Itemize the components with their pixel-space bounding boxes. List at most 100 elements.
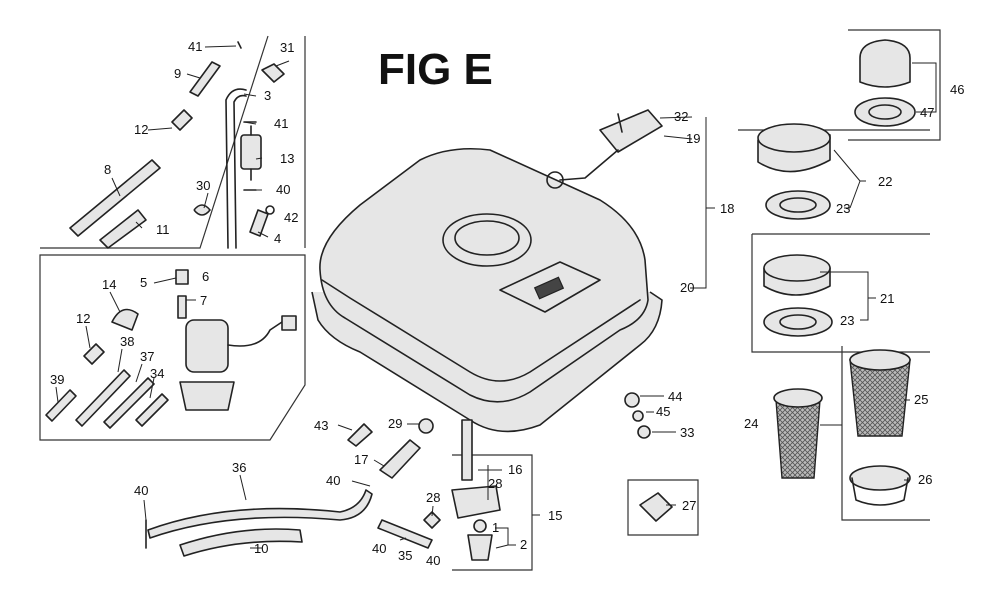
callout-13: 13	[280, 151, 294, 166]
callout-26: 26	[918, 472, 932, 487]
clip-27	[639, 492, 673, 522]
callout-3: 3	[264, 88, 271, 103]
hose-35	[377, 519, 433, 549]
callout-25: 25	[914, 392, 928, 407]
callout-40e: 40	[426, 553, 440, 568]
callout-5: 5	[140, 275, 147, 290]
callout-41a: 41	[188, 39, 202, 54]
clip-28	[423, 511, 441, 529]
callout-18: 18	[720, 201, 734, 216]
callout-33: 33	[680, 425, 694, 440]
callout-1: 1	[492, 520, 499, 535]
cap-6	[175, 269, 189, 285]
callout-4: 4	[274, 231, 281, 246]
ring-1	[473, 519, 487, 533]
clip-42	[265, 205, 275, 215]
callout-23b: 23	[840, 313, 854, 328]
leader-lines	[55, 45, 937, 549]
hose-11	[99, 209, 147, 249]
callout-39: 39	[50, 372, 64, 387]
washer-29	[418, 418, 434, 434]
washer-45	[632, 410, 644, 422]
callout-38: 38	[120, 334, 134, 349]
callout-24: 24	[744, 416, 758, 431]
hose-9	[189, 61, 221, 97]
seal-47	[854, 97, 916, 127]
screw-32	[617, 113, 623, 133]
callout-labels: 41 9 31 3 12 41 13 8 30 40 42 11 4 5 6 1…	[50, 39, 964, 568]
strainer-24	[775, 399, 821, 479]
hose-39	[45, 389, 77, 422]
seal-23b	[763, 307, 833, 337]
clip-41	[237, 41, 242, 49]
fuel-pump-assembly	[45, 269, 297, 429]
callout-31: 31	[280, 40, 294, 55]
seal-23	[765, 190, 831, 220]
callout-20: 20	[680, 280, 694, 295]
callout-14: 14	[102, 277, 116, 292]
callout-17: 17	[354, 452, 368, 467]
cock-12b	[83, 343, 105, 365]
fuel-pump	[185, 319, 229, 373]
callout-30: 30	[196, 178, 210, 193]
connector	[281, 315, 297, 331]
callout-6: 6	[202, 269, 209, 284]
nut-33	[637, 425, 651, 439]
callout-22: 22	[878, 174, 892, 189]
clip-31	[261, 63, 285, 83]
callout-2: 2	[520, 537, 527, 552]
callout-27: 27	[682, 498, 696, 513]
callout-9: 9	[174, 66, 181, 81]
callout-37: 37	[140, 349, 154, 364]
callout-40c: 40	[134, 483, 148, 498]
callout-29: 29	[388, 416, 402, 431]
spring-7	[177, 295, 187, 319]
callout-21: 21	[880, 291, 894, 306]
hose-3	[225, 88, 247, 249]
callout-34: 34	[150, 366, 164, 381]
fuel-tank-20	[311, 109, 663, 433]
joint-17	[379, 439, 421, 479]
callout-44: 44	[668, 389, 682, 404]
callout-46: 46	[950, 82, 964, 97]
hose-36	[147, 489, 373, 539]
callout-16: 16	[508, 462, 522, 477]
hose-34	[135, 393, 169, 427]
callout-42: 42	[284, 210, 298, 225]
callout-19: 19	[686, 131, 700, 146]
callout-32: 32	[674, 109, 688, 124]
callout-47: 47	[920, 105, 934, 120]
gauge-19	[599, 109, 663, 153]
hose-37	[103, 377, 155, 429]
callout-43: 43	[314, 418, 328, 433]
callout-12a: 12	[134, 122, 148, 137]
callout-40a: 40	[276, 182, 290, 197]
callout-41b: 41	[274, 116, 288, 131]
cock-12	[171, 109, 193, 131]
fitting-14	[111, 308, 139, 331]
callout-40b: 40	[326, 473, 340, 488]
callout-35: 35	[398, 548, 412, 563]
callout-10: 10	[254, 541, 268, 556]
bolt-43	[347, 423, 373, 447]
filler-neck	[442, 213, 532, 267]
cup-2	[467, 534, 493, 561]
cock-pipe	[461, 419, 473, 481]
callout-15: 15	[548, 508, 562, 523]
hose-38	[75, 369, 131, 427]
hose-8	[69, 159, 161, 237]
cap-46	[859, 39, 911, 88]
lower-fuel-line	[145, 392, 673, 561]
callout-8: 8	[104, 162, 111, 177]
cap-44	[624, 392, 640, 408]
caps-and-strainers	[757, 39, 916, 506]
fuel-filter-13	[240, 134, 262, 170]
callout-23a: 23	[836, 201, 850, 216]
callout-7: 7	[200, 293, 207, 308]
callout-28b: 28	[488, 476, 502, 491]
section-frames	[39, 29, 941, 571]
callout-45: 45	[656, 404, 670, 419]
callout-12b: 12	[76, 311, 90, 326]
callout-40d: 40	[372, 541, 386, 556]
